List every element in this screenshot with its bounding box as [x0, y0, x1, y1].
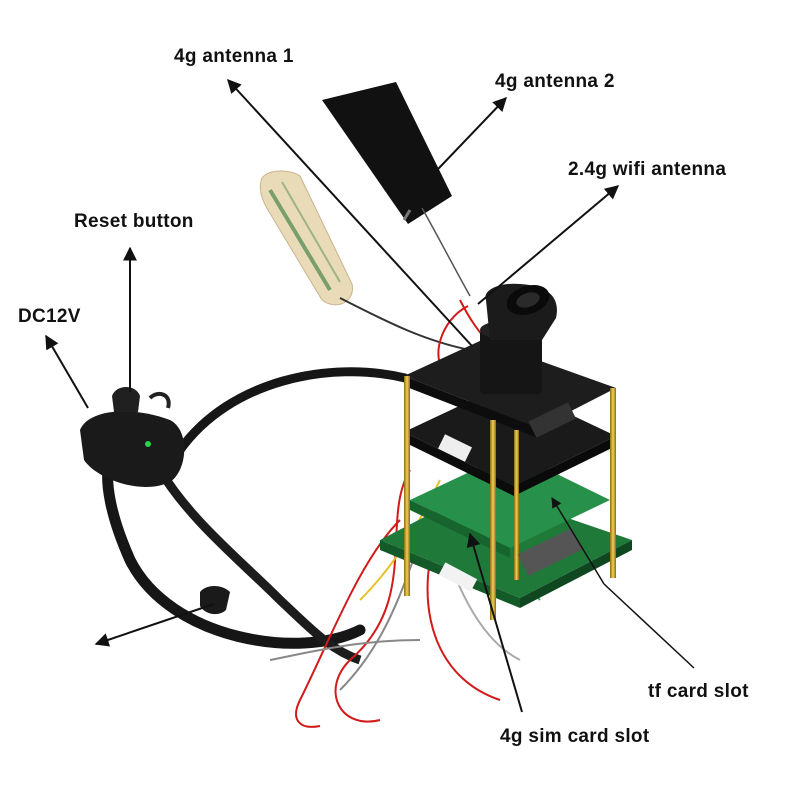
board-stack	[380, 340, 632, 620]
annotation-arrows	[45, 78, 695, 713]
label-dc12v: DC12V	[18, 306, 81, 327]
label-4g-antenna-1: 4g antenna 1	[174, 46, 294, 67]
label-wifi-antenna: 2.4g wifi antenna	[568, 159, 727, 180]
label-reset-button: Reset button	[74, 211, 194, 232]
camera-lens	[480, 283, 557, 394]
label-4g-sim-card-slot: 4g sim card slot	[500, 726, 650, 747]
antenna-1-tape	[259, 170, 354, 306]
label-tf-card-slot: tf card slot	[648, 681, 749, 702]
dc-jack-junction	[80, 387, 185, 487]
label-4g-antenna-2: 4g antenna 2	[495, 71, 615, 92]
